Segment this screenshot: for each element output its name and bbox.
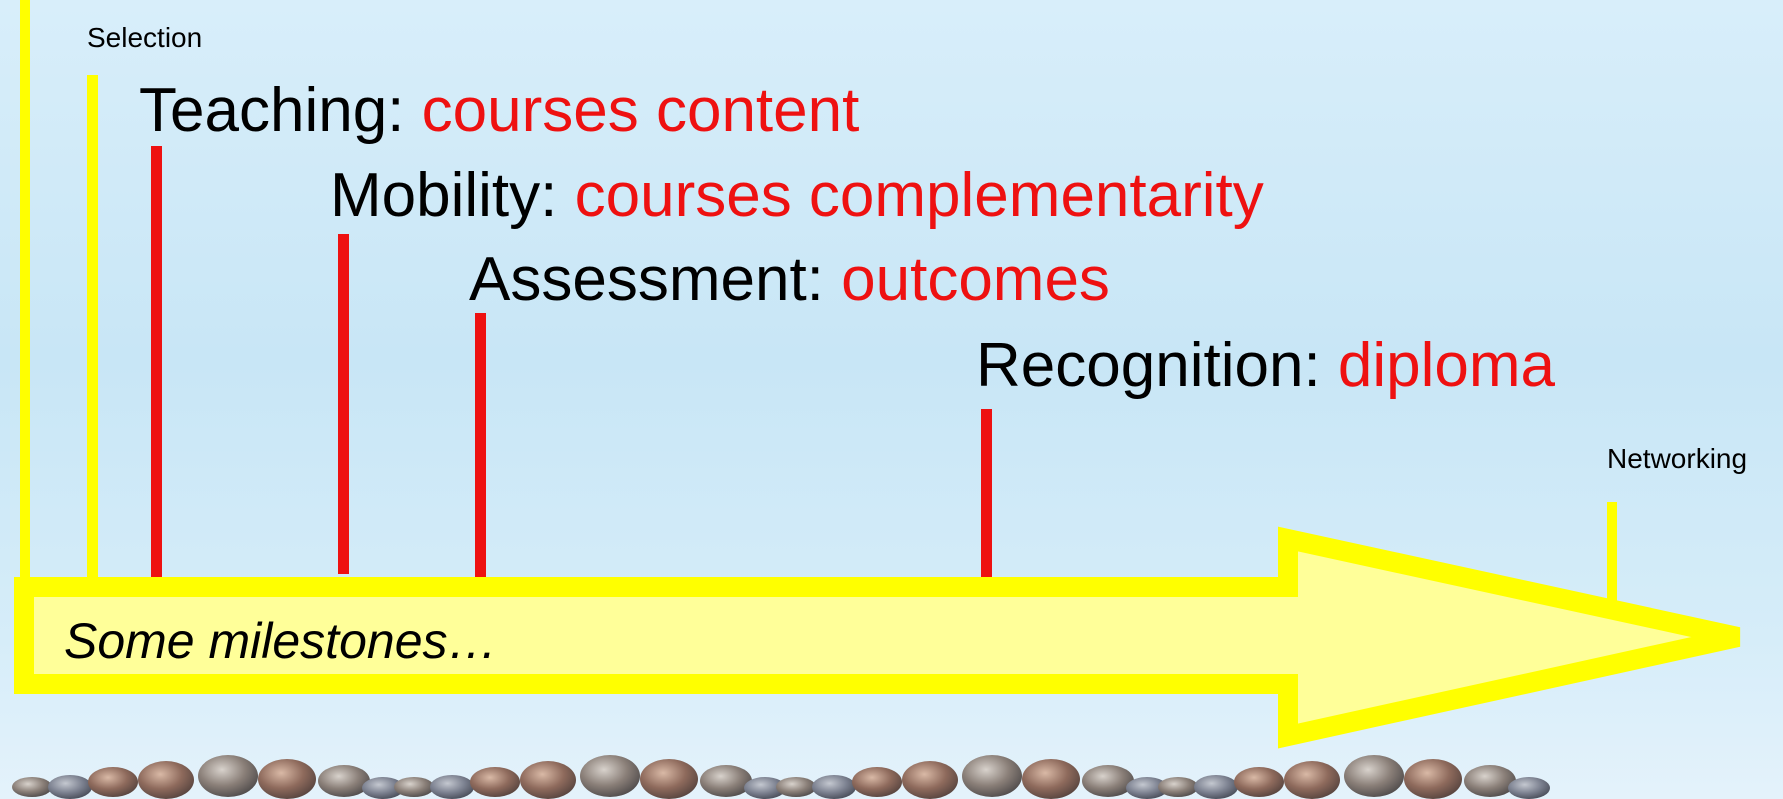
milestone-teaching-head: Teaching: [139, 76, 422, 145]
pebble [776, 777, 816, 797]
pebble [1508, 777, 1550, 799]
pebble [1158, 777, 1198, 797]
pebble [1234, 767, 1284, 797]
pebble [1082, 765, 1134, 797]
pebble [1344, 755, 1404, 797]
pebble [318, 765, 370, 797]
recognition-line [981, 409, 992, 577]
pebble [902, 761, 958, 799]
milestone-teaching: Teaching: courses content [139, 80, 859, 142]
selection-line-outer [20, 0, 30, 585]
pebble [198, 755, 258, 797]
networking-label: Networking [1607, 443, 1748, 474]
pebble [430, 775, 474, 799]
pebble [852, 767, 902, 797]
pebble [362, 777, 404, 799]
pebble [258, 759, 316, 799]
pebble [394, 777, 434, 797]
selection-label: Selection [87, 22, 203, 53]
milestone-mobility-head: Mobility: [330, 161, 575, 230]
pebble [640, 759, 698, 799]
pebble [48, 775, 92, 799]
pebble [1022, 759, 1080, 799]
milestone-teaching-detail: courses content [421, 76, 860, 145]
pebble [470, 767, 520, 797]
pebble [580, 755, 640, 797]
pebble [138, 761, 194, 799]
milestone-mobility: Mobility: courses complementarity [330, 165, 1264, 227]
pebble [1284, 761, 1340, 799]
arrow-caption: Some milestones… [64, 613, 498, 669]
pebble [1126, 777, 1168, 799]
pebble [700, 765, 752, 797]
selection-line [87, 75, 98, 585]
pebble [520, 761, 576, 799]
pebble [12, 777, 52, 797]
milestone-assessment-detail: outcomes [841, 245, 1110, 314]
pebble [744, 777, 786, 799]
pebbles-border [12, 755, 1550, 799]
milestone-assessment: Assessment: outcomes [469, 249, 1110, 311]
milestone-recognition-head: Recognition: [976, 331, 1338, 400]
pebble [88, 767, 138, 797]
teaching-line [151, 146, 162, 586]
assessment-line [475, 313, 486, 581]
milestone-mobility-detail: courses complementarity [574, 161, 1264, 230]
milestone-recognition: Recognition: diploma [976, 335, 1555, 397]
milestone-assessment-head: Assessment: [469, 245, 842, 314]
networking-line [1607, 502, 1617, 612]
milestone-recognition-detail: diploma [1337, 331, 1556, 400]
pebble [962, 755, 1022, 797]
mobility-line [338, 234, 349, 574]
pebble [1464, 765, 1516, 797]
pebble [1194, 775, 1238, 799]
pebble [1404, 759, 1462, 799]
pebble [812, 775, 856, 799]
